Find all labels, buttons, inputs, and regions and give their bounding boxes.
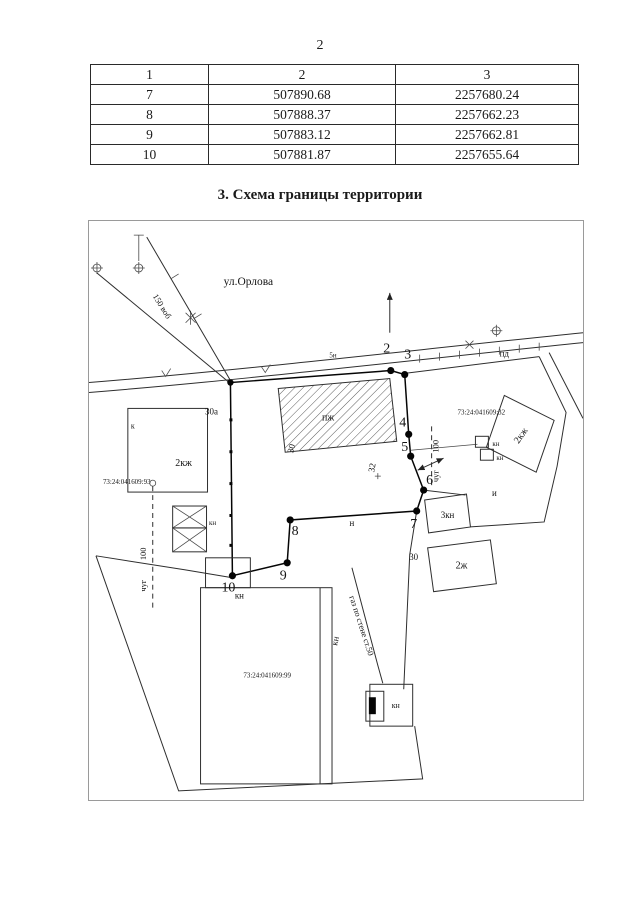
street-road-lines — [89, 332, 583, 528]
kn-rotated-label: кн — [329, 635, 341, 646]
survey-marks — [90, 234, 503, 480]
chug-right-label: чуг — [431, 470, 441, 482]
fence-ticks — [161, 342, 540, 378]
point-label: 4 — [399, 415, 406, 430]
table-cell: 2257680.24 — [395, 84, 579, 105]
table-header-cell: 1 — [90, 64, 209, 85]
table-cell: 507883.12 — [208, 124, 396, 145]
cadastral-93-label: 73:24:041609:93 — [103, 478, 151, 486]
left-buildings — [127, 407, 209, 553]
cadastral-99-label: 73:24:041609:99 — [243, 671, 291, 679]
point-label: 9 — [280, 569, 287, 584]
point-label: 10 — [221, 581, 235, 596]
num-30a-label: 30а — [205, 406, 218, 416]
n5-top-label: 5н — [329, 352, 336, 360]
point-label: 7 — [410, 517, 417, 532]
table-row: 7 507890.68 2257680.24 — [90, 84, 579, 105]
num-32-label: 32 — [366, 462, 377, 473]
point-label: 2 — [383, 342, 390, 357]
table-header-cell: 2 — [208, 64, 396, 85]
territory-boundary-scheme: ул.Орлова 2 3 4 5 6 7 8 9 10 пж 30 32 30… — [88, 220, 584, 801]
pd-label: пд — [500, 349, 510, 359]
cadastral-32-label: 73:24:041609:32 — [458, 408, 506, 416]
num-30-hatch-label: 30 — [285, 442, 297, 454]
building-hatched-label: пж — [322, 412, 334, 423]
point-label: 8 — [292, 524, 299, 539]
table-cell: 2257662.23 — [395, 104, 579, 125]
kn-bottom-left-label: кн — [235, 591, 244, 601]
table-cell: 8 — [90, 104, 209, 125]
kn-left-small-label: кн — [209, 519, 216, 527]
kn-right-2-label: кн — [496, 454, 503, 462]
table-row: 8 507888.37 2257662.23 — [90, 104, 579, 125]
utility-lines — [149, 426, 478, 612]
point-label: 6 — [426, 473, 433, 488]
building-2zh-label: 2ж — [456, 561, 468, 572]
point-label: 3 — [404, 348, 411, 363]
boundary-point-dots — [227, 366, 428, 580]
table-cell: 10 — [90, 144, 209, 165]
table-cell: 507881.87 — [208, 144, 396, 165]
table-row: 10 507881.87 2257655.64 — [90, 144, 579, 165]
table-cell: 507888.37 — [208, 104, 396, 125]
table-cell: 2257655.64 — [395, 144, 579, 165]
coordinates-table: 1 2 3 7 507890.68 2257680.24 8 507888.37… — [90, 64, 579, 165]
right-buildings — [423, 394, 555, 593]
num-30-lower-label: 30 — [409, 552, 418, 562]
table-cell: 9 — [90, 124, 209, 145]
kn-bottom-building-label: кн — [392, 701, 401, 710]
table-cell: 7 — [90, 84, 209, 105]
k-left-label: к — [131, 421, 135, 430]
table-cell: 507890.68 — [208, 84, 396, 105]
section-heading: 3. Схема границы территории — [217, 187, 423, 203]
building-3kn-label: 3кн — [441, 510, 455, 520]
table-header-row: 1 2 3 — [90, 64, 579, 85]
boundary-post-marks — [229, 418, 233, 547]
chug-left-label: чуг — [138, 579, 148, 591]
vob-150-label: 150 воб — [151, 292, 174, 320]
point-label: 5 — [401, 440, 408, 455]
table-row: 9 507883.12 2257662.81 — [90, 124, 579, 145]
kn-right-1-label: кн — [492, 440, 499, 448]
boundary-point-labels: 2 3 4 5 6 7 8 9 10 — [221, 342, 433, 596]
table-cell: 2257662.81 — [395, 124, 579, 145]
building-left-label: 2кж — [175, 458, 192, 469]
page-number: 2 — [316, 38, 324, 53]
size-100-left-label: 100 — [138, 547, 148, 560]
i-right-label: и — [492, 488, 497, 498]
building-right-label: 2кж — [512, 426, 531, 446]
building-hatched — [277, 377, 398, 453]
survey-diagonal-lines — [96, 236, 231, 384]
table-header-cell: 3 — [395, 64, 579, 85]
bottom-parcel — [95, 510, 424, 792]
size-100-right-label: 100 — [431, 440, 441, 453]
street-label: ул.Орлова — [224, 276, 273, 288]
n-mid-label: н — [350, 518, 355, 528]
